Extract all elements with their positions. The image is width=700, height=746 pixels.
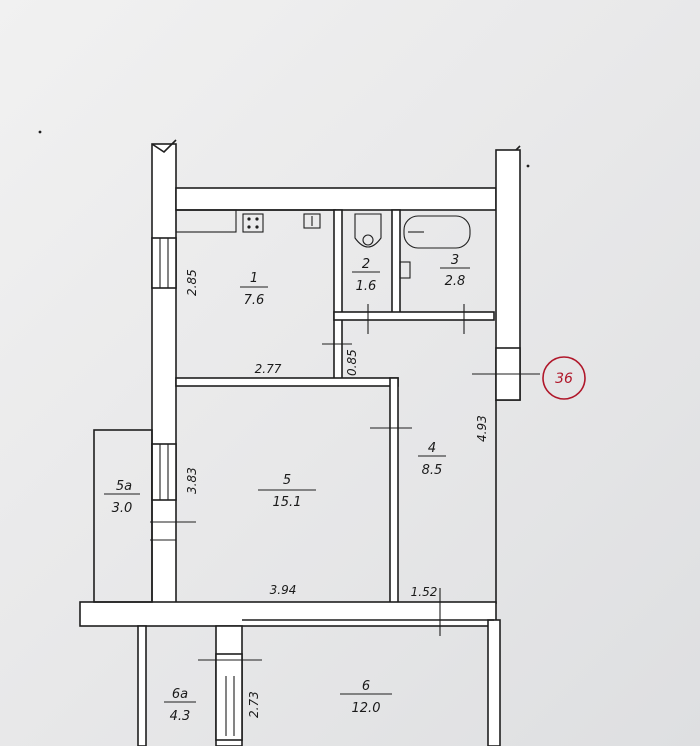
room6-right-wall: [487, 619, 501, 746]
room-5-number: 5: [283, 473, 291, 488]
room-6-area: 12.0: [352, 701, 381, 716]
window-room1: [151, 237, 177, 289]
room-2-number: 2: [362, 257, 370, 272]
left-windows: [150, 237, 196, 541]
balcony-5a-outline: [93, 429, 153, 603]
room5-room4-wall: [389, 377, 399, 605]
room-6-number: 6: [362, 679, 370, 694]
balcony-5a: [93, 429, 153, 603]
horizontal-partition: [175, 377, 399, 387]
stray-dot: [38, 130, 42, 134]
room-3: [399, 215, 471, 279]
bottom-exterior-wall: [79, 601, 497, 627]
room-2-area: 1.6: [356, 279, 377, 294]
dim-room1-height: 2.85: [185, 269, 199, 296]
room-5a-number: 5а: [116, 479, 132, 494]
bottom-wall: [79, 588, 497, 636]
kitchen-counter: [175, 209, 237, 233]
dim-room4-height: 4.93: [475, 415, 489, 442]
room-1-area: 7.6: [244, 293, 265, 308]
kitchen-bath-wall: [333, 209, 343, 381]
room-5a-area: 3.0: [112, 501, 133, 516]
room-labels: 1 7.6 2 1.6 3 2.8 4 8.5 5 15.1 5а 3.0 6 …: [112, 253, 466, 724]
room-3-number: 3: [451, 253, 459, 268]
room1-room5-wall: [175, 343, 412, 605]
dim-room1-width: 2.77: [255, 362, 282, 376]
window-room5: [151, 443, 177, 501]
room-1-number: 1: [250, 271, 258, 286]
dimension-labels: 2.85 2.77 0.85 4.93 3.83 3.94 1.52 2.73: [185, 269, 489, 718]
stove-icon: [242, 213, 264, 233]
room-4-number: 4: [428, 441, 436, 456]
dim-room5-height: 3.83: [185, 467, 199, 494]
room-2: [354, 213, 382, 248]
apartment-number-circle: [542, 356, 586, 400]
bath-partitions: [333, 209, 495, 381]
dim-room5-width: 3.94: [270, 583, 297, 597]
top-wall: [175, 187, 497, 211]
outer-walls: [151, 139, 540, 605]
window-room6: [215, 653, 243, 741]
apartment-number: 36: [555, 371, 573, 387]
toilet-icon: [354, 213, 382, 248]
stray-dot-2: [526, 164, 530, 168]
wc-bath-wall: [391, 209, 401, 319]
dim-room4-width: 1.52: [411, 585, 438, 599]
apartment-badge: 36: [542, 356, 586, 400]
room-5-area: 15.1: [273, 495, 302, 510]
room-6a-number: 6а: [172, 687, 188, 702]
dim-room6-height: 2.73: [247, 691, 261, 718]
room-6a-area: 4.3: [170, 709, 191, 724]
bathtub-icon: [403, 215, 471, 249]
balcony-6a-left: [137, 625, 147, 746]
room-4-area: 8.5: [422, 463, 443, 478]
room-3-area: 2.8: [445, 274, 466, 289]
bathroom-sink-icon: [399, 261, 411, 279]
left-stub-break: [151, 139, 177, 154]
kitchen-sink-icon: [303, 213, 321, 229]
label-underlines: [104, 267, 470, 703]
left-wall: [151, 143, 177, 605]
bath-bottom-wall: [333, 311, 495, 321]
dim-corridor-step: 0.85: [345, 349, 359, 376]
lower-section: [137, 619, 501, 746]
